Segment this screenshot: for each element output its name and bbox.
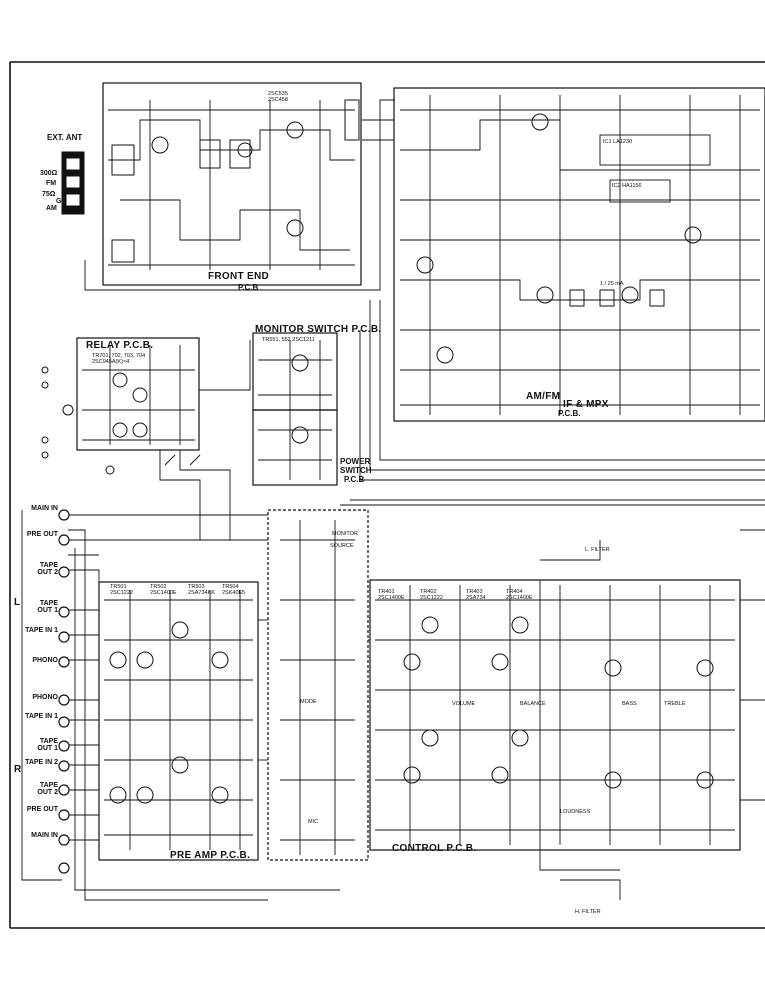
antenna-g-label: G [56, 198, 62, 205]
jack-tape-out1-r: TAPE OUT 1 [37, 738, 58, 753]
jack-phono-l: PHONO [32, 657, 58, 664]
jack-tape-out2-l: TAPE OUT 2 [37, 562, 58, 577]
pre-amp-title: PRE AMP P.C.B. [170, 850, 251, 861]
volume-label: VOLUME [452, 701, 476, 707]
front-end-title: FRONT END [208, 271, 270, 282]
front-end-transistors: 2SC535 2SC458 [268, 91, 288, 103]
control-tr-401: TR401 2SC1400E [378, 589, 405, 601]
preamp-tr-504: TR504 2SK40E5 [222, 584, 246, 596]
jack-tape-in1-l: TAPE IN 1 [25, 627, 58, 634]
l-filter-label: L. FILTER [585, 547, 610, 553]
mode-label: MODE [300, 699, 317, 705]
control-title: CONTROL P.C.B. [392, 843, 477, 854]
jack-main-in-r: MAIN IN [31, 832, 58, 839]
control-tr-402: TR402 2SC1222 [420, 589, 443, 601]
ext-ant-label: EXT. ANT [47, 133, 83, 142]
monitor-switch-board-outline [252, 332, 338, 411]
h-filter-label: H. FILTER [575, 909, 601, 915]
relay-board-title: RELAY P.C.B. [86, 340, 154, 351]
pre-amp-board-outline [98, 581, 259, 861]
jack-tape-out1-l: TAPE OUT 1 [37, 600, 58, 615]
relay-board-outline [76, 337, 200, 451]
if-mpx-title: IF & MPX [563, 399, 609, 410]
jack-tape-in1-r: TAPE IN 1 [25, 713, 58, 720]
monitor-transistor-list: TR551, 552 2SC1211 [262, 337, 315, 343]
control-tr-403: TR403 2SA734 [466, 589, 486, 601]
antenna-am-label: AM [46, 205, 57, 212]
preamp-tr-503: TR503 2SA734KK [188, 584, 215, 596]
selector-switch-outline [267, 509, 369, 861]
jacks-group [58, 509, 70, 874]
transistors-group [61, 99, 714, 804]
preamp-tr-502: TR502 2SC1400E [150, 584, 177, 596]
antenna-75-label: 75Ω [42, 191, 56, 198]
jack-phono-r: PHONO [32, 694, 58, 701]
speaker-terminals [41, 366, 115, 475]
power-switch-board-outline [252, 409, 338, 486]
am-fm-title: AM/FM [526, 391, 561, 402]
bass-label: BASS [622, 701, 637, 707]
jack-pre-out-l: PRE OUT [26, 531, 58, 538]
left-channel-label: L [14, 597, 21, 608]
jack-main-in-l: MAIN IN [31, 505, 58, 512]
wiring-group [21, 95, 765, 901]
jack-tape-in2-r: TAPE IN 2 [25, 759, 58, 766]
right-channel-label: R [14, 764, 22, 775]
mpx-ic-label: IC2 HA1156 [612, 183, 642, 189]
preamp-tr-501: TR501 2SC1222 [110, 584, 133, 596]
power-switch-title-3: P.C.B [344, 475, 365, 484]
am-fm-board-outline [393, 87, 765, 422]
antenna-fm-label: FM [46, 180, 57, 187]
if-ic-label: IC1 LA1230 [603, 139, 633, 145]
control-board-outline [369, 579, 741, 851]
balance-label: BALANCE [520, 701, 546, 707]
control-tr-404: TR404 2SC1400E [506, 589, 533, 601]
am-fm-pcb-label: P.C.B. [558, 409, 581, 418]
loudness-label: LOUDNESS [560, 809, 591, 815]
front-end-pcb-label: P.C.B [238, 283, 259, 292]
source-switch-label: SOURCE [330, 543, 354, 549]
front-end-board-outline [102, 82, 362, 286]
monitor-switch-title: MONITOR SWITCH P.C.B. [255, 324, 382, 335]
power-switch-title-2: SWITCH [340, 466, 372, 475]
mic-label: MIC [308, 819, 319, 825]
vr1-label: 1 / 25 mA [600, 281, 624, 287]
power-switch-title-1: POWER [340, 457, 371, 466]
antenna-300-label: 300Ω [40, 170, 58, 177]
jack-pre-out-r: PRE OUT [26, 806, 58, 813]
treble-label: TREBLE [664, 701, 686, 707]
relay-transistor-list: TR701, 702, 703, 704 2SC945A(K)×4 [92, 353, 146, 365]
monitor-switch-label: MONITOR [332, 531, 358, 537]
jack-tape-out2-r: TAPE OUT 2 [37, 782, 58, 797]
